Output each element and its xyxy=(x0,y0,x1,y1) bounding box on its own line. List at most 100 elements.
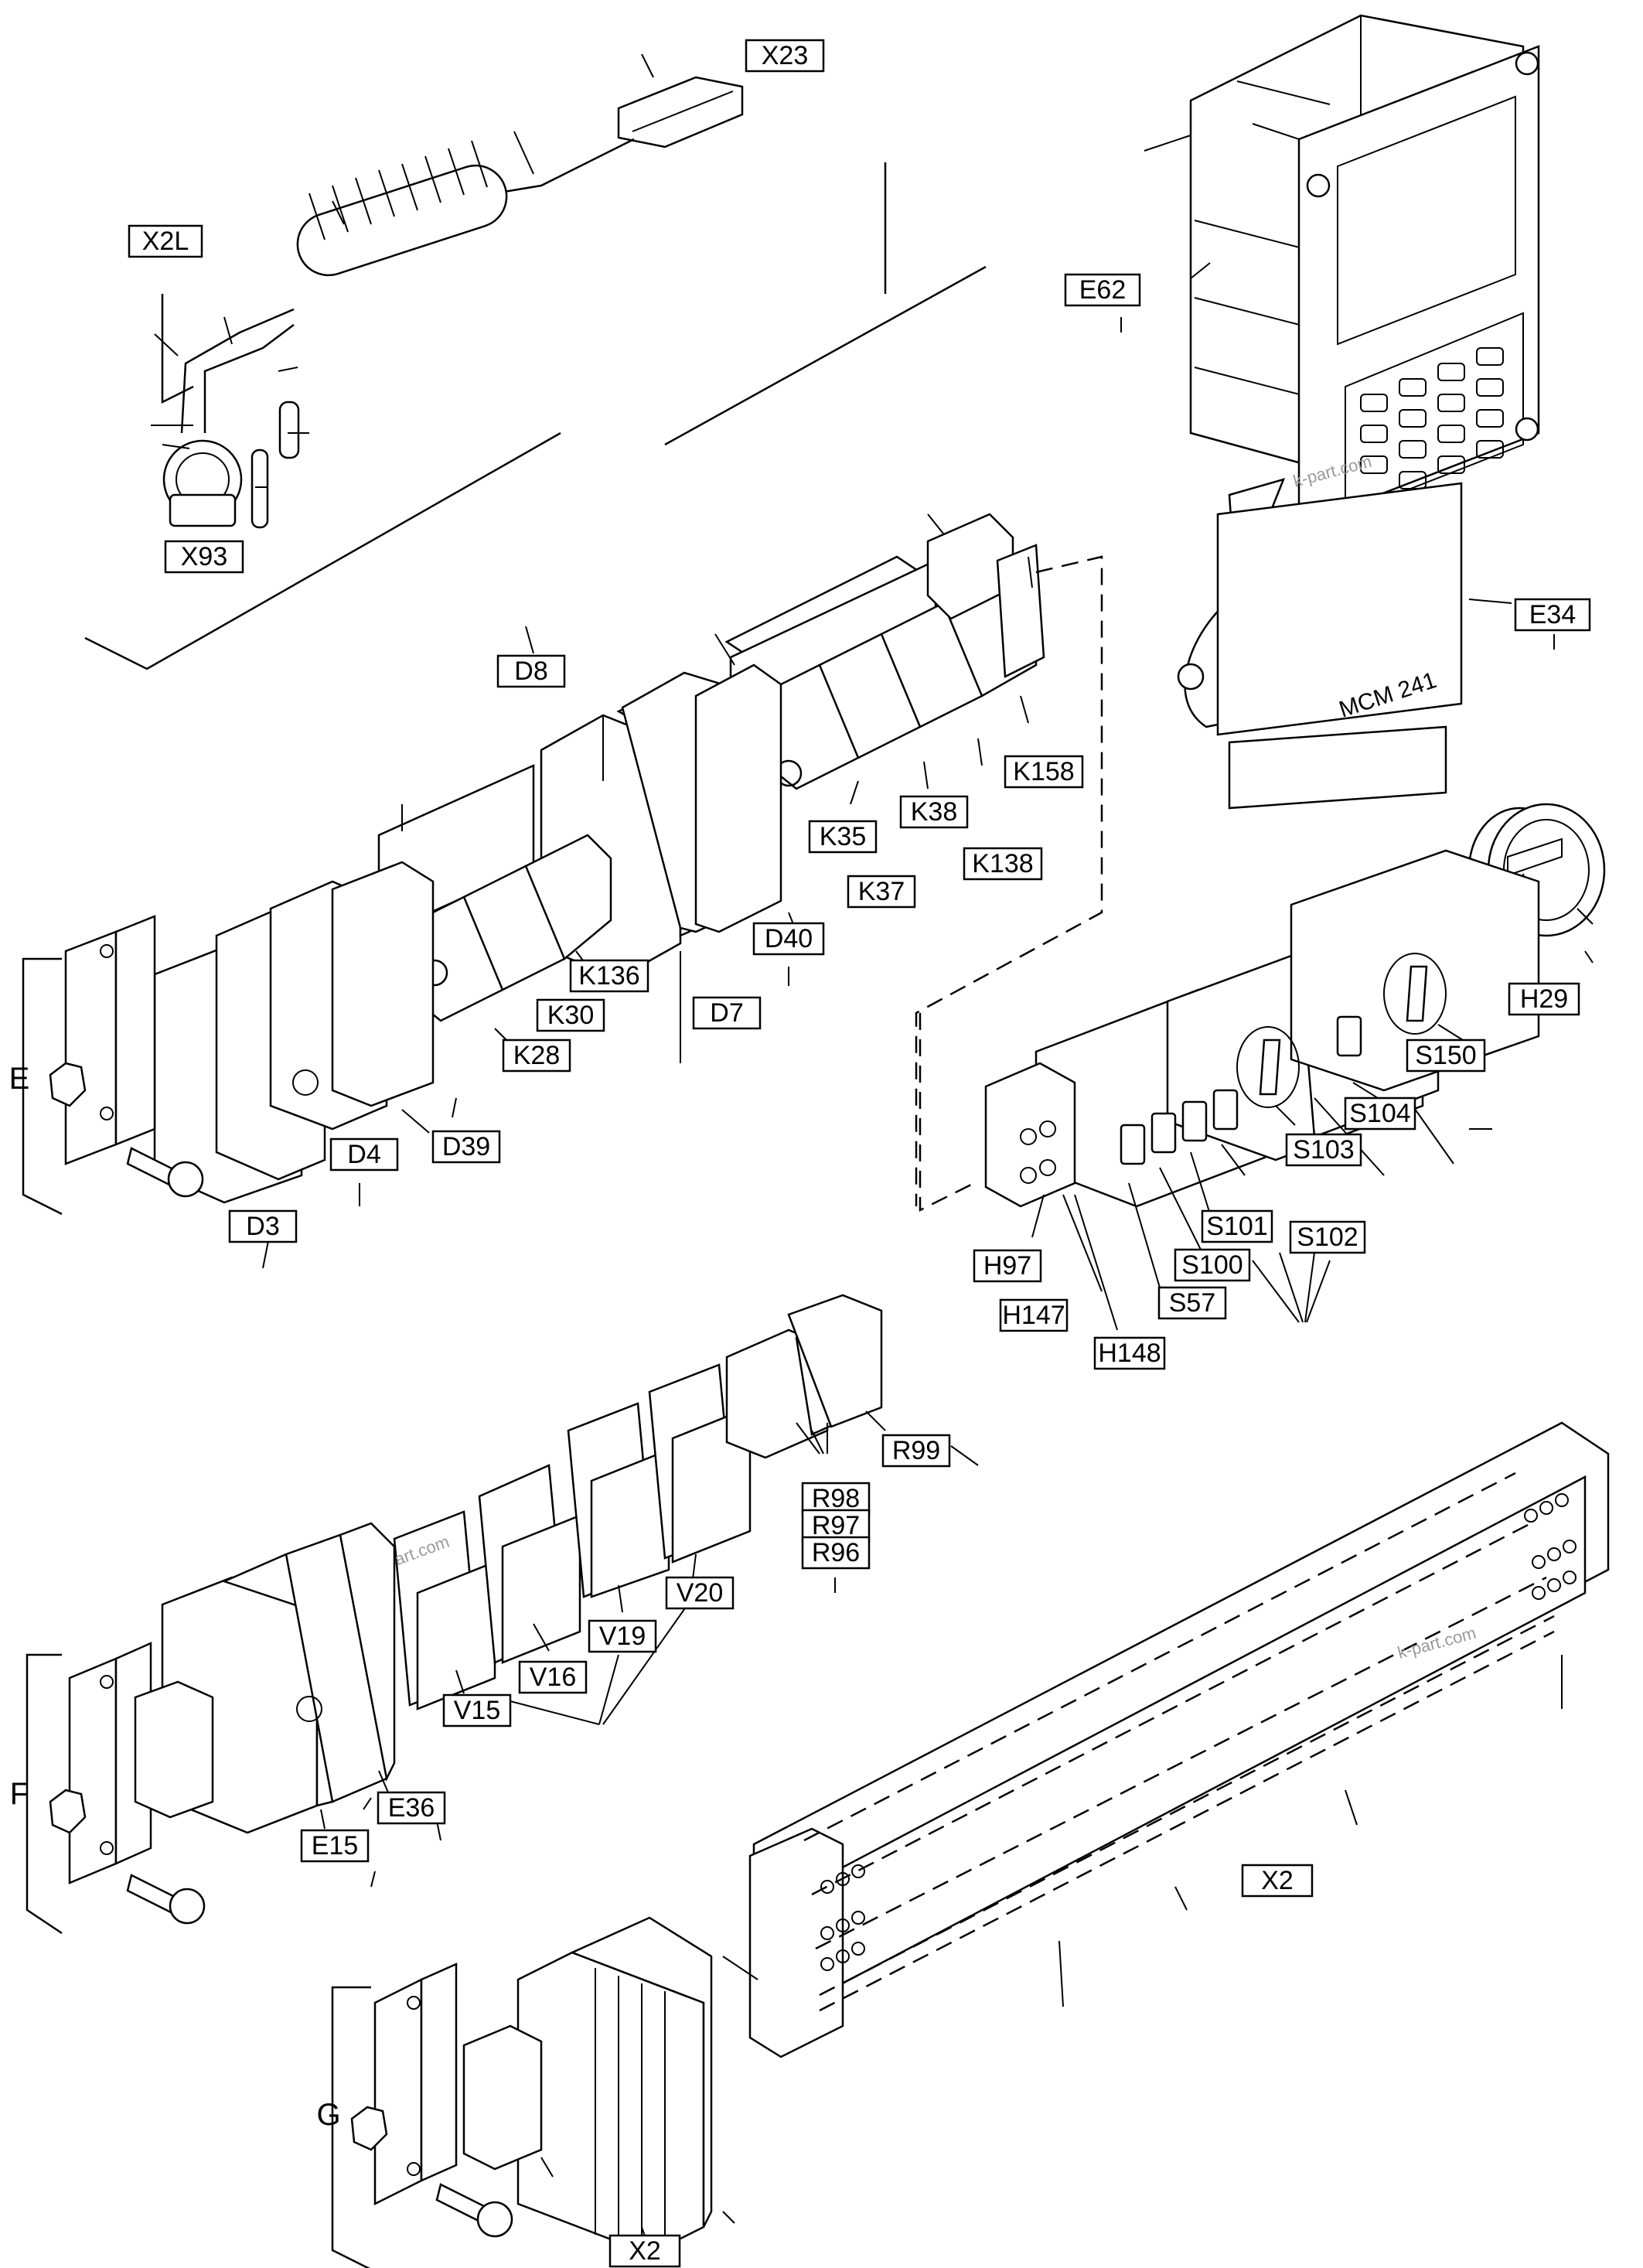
callout-text: K35 xyxy=(820,822,867,851)
callout-s150: S150 xyxy=(1406,1039,1486,1073)
callout-v16: V16 xyxy=(518,1660,588,1694)
callout-x93: X93 xyxy=(164,540,244,574)
callout-text: D39 xyxy=(442,1132,490,1161)
callout-text: X2 xyxy=(1261,1866,1294,1895)
callout-k138: K138 xyxy=(963,847,1043,881)
callout-k38: K38 xyxy=(899,795,969,829)
callout-r98: R98 xyxy=(801,1482,871,1516)
callout-text: D4 xyxy=(347,1140,380,1169)
callout-box xyxy=(164,540,244,574)
callout-box xyxy=(1406,1039,1486,1073)
callout-text: D3 xyxy=(246,1212,279,1241)
callout-x2-lower: X2 xyxy=(608,2234,681,2268)
group-letter-f: F xyxy=(10,1777,29,1811)
callout-e36: E36 xyxy=(377,1791,446,1825)
callout-x2l: X2L xyxy=(128,224,203,258)
callout-box xyxy=(1064,273,1141,307)
callout-s103: S103 xyxy=(1285,1133,1362,1167)
callout-box xyxy=(963,847,1043,881)
callout-text: E34 xyxy=(1529,600,1577,629)
callout-d7: D7 xyxy=(692,996,762,1030)
callout-text: V16 xyxy=(530,1663,577,1692)
callout-box xyxy=(329,1137,399,1172)
callout-text: K138 xyxy=(972,849,1033,878)
callout-k35: K35 xyxy=(808,820,878,854)
callout-box xyxy=(1514,598,1591,632)
callout-x2: X2 xyxy=(1241,1864,1314,1898)
callout-text: S150 xyxy=(1415,1041,1476,1070)
callout-box xyxy=(847,875,916,909)
callout-box xyxy=(752,922,825,956)
gauge xyxy=(1467,803,1606,963)
callout-box xyxy=(1289,1220,1366,1254)
callout-box xyxy=(608,2234,681,2268)
callout-k37: K37 xyxy=(847,875,916,909)
callout-e34: E34 xyxy=(1514,598,1591,632)
module-d3-d4-d39 xyxy=(22,861,457,1269)
callout-v15: V15 xyxy=(442,1693,512,1727)
callout-r96: R96 xyxy=(801,1536,871,1570)
callout-box xyxy=(1093,1336,1166,1370)
callout-box xyxy=(881,1434,951,1468)
callout-d4: D4 xyxy=(329,1137,399,1172)
callout-text: D7 xyxy=(710,998,743,1028)
callout-text: V20 xyxy=(677,1578,724,1608)
callout-text: S103 xyxy=(1293,1135,1354,1165)
callout-text: S101 xyxy=(1206,1212,1267,1241)
callout-text: S102 xyxy=(1297,1223,1358,1252)
callout-s57: S57 xyxy=(1157,1286,1227,1320)
callout-d40: D40 xyxy=(752,922,825,956)
callout-h148: H148 xyxy=(1093,1336,1166,1370)
callout-text: R96 xyxy=(812,1538,860,1567)
callout-text: D40 xyxy=(765,924,813,953)
callout-box xyxy=(536,998,605,1032)
callout-box xyxy=(442,1693,512,1727)
callout-box xyxy=(1201,1209,1273,1243)
callout-box xyxy=(377,1791,446,1825)
callout-box xyxy=(588,1619,657,1653)
callout-text: K28 xyxy=(513,1041,561,1070)
callout-box xyxy=(518,1660,588,1694)
callout-d39: D39 xyxy=(431,1130,501,1164)
callout-box xyxy=(1174,1248,1251,1282)
callout-text: H147 xyxy=(1002,1301,1065,1330)
callout-k30: K30 xyxy=(536,998,605,1032)
callout-labels: X23X2LX93E62E34D8K158K35K38K37K138H29K13… xyxy=(128,39,1591,2268)
callout-box xyxy=(128,224,203,258)
callout-box xyxy=(502,1039,571,1073)
callout-text: K38 xyxy=(911,797,958,827)
callout-box xyxy=(228,1209,298,1243)
callout-text: D8 xyxy=(514,657,547,686)
callout-s101: S101 xyxy=(1201,1209,1273,1243)
callout-d3: D3 xyxy=(228,1209,298,1243)
callout-d8: D8 xyxy=(496,654,566,688)
callout-s100: S100 xyxy=(1174,1248,1251,1282)
callout-text: S100 xyxy=(1181,1250,1242,1280)
callout-text: E15 xyxy=(312,1831,359,1860)
callout-box xyxy=(808,820,878,854)
callout-box xyxy=(999,1298,1069,1332)
callout-r97: R97 xyxy=(801,1509,871,1543)
callout-text: H29 xyxy=(1520,984,1568,1014)
callout-h97: H97 xyxy=(973,1249,1042,1283)
callout-box xyxy=(1157,1286,1227,1320)
callout-s104: S104 xyxy=(1344,1096,1416,1131)
callout-box xyxy=(1508,982,1580,1016)
callout-box xyxy=(973,1249,1042,1283)
callout-text: X93 xyxy=(181,542,228,571)
diode-modules: k-part.com xyxy=(370,1294,979,1725)
group-letter-e: E xyxy=(9,1062,30,1096)
callout-text: K158 xyxy=(1013,757,1074,786)
terminal-strip-x2: k-part.com xyxy=(748,1421,1610,2058)
callout-box xyxy=(496,654,566,688)
callout-text: E36 xyxy=(388,1793,435,1823)
callout-box xyxy=(569,959,649,993)
control-panel-assembly: MCM 241 k-part.com xyxy=(1120,14,1555,810)
callout-v20: V20 xyxy=(665,1576,735,1610)
callout-text: H97 xyxy=(983,1251,1031,1281)
callout-box xyxy=(1241,1864,1314,1898)
callout-h29: H29 xyxy=(1508,982,1580,1016)
callout-text: X2 xyxy=(629,2236,661,2266)
callout-k136: K136 xyxy=(569,959,649,993)
